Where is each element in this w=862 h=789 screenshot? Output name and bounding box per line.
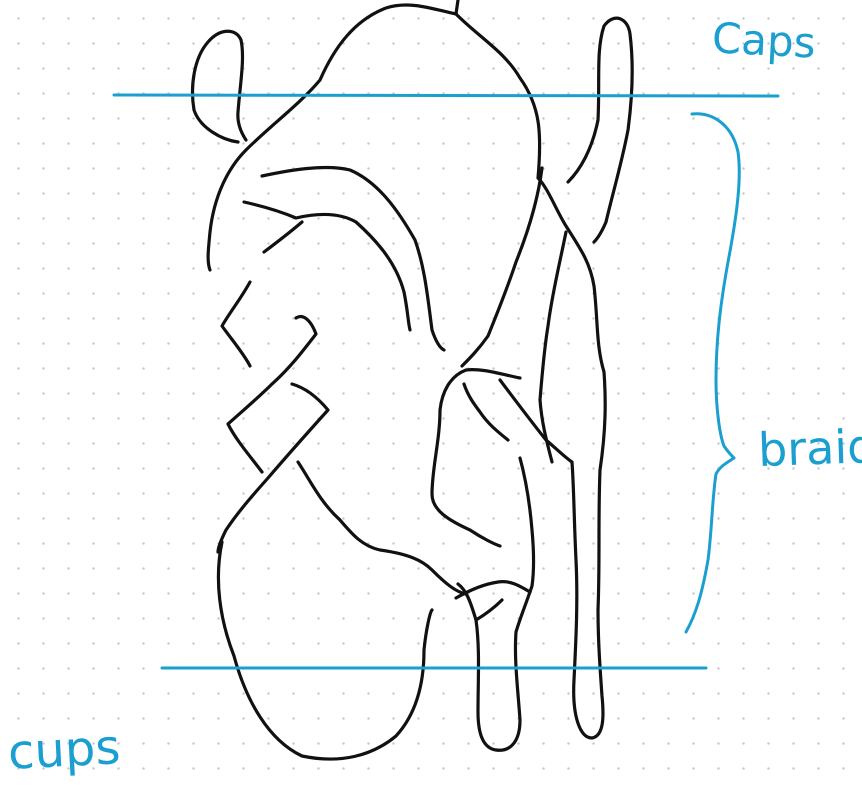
leg-strand-c [476, 600, 502, 620]
lower-right-strand [500, 380, 603, 738]
zigzag-v1 [222, 282, 250, 366]
center-spine-b [540, 232, 566, 462]
inner-lobe-tick [464, 384, 508, 440]
body-outline-lower [218, 542, 432, 759]
braid-label: braid [757, 423, 862, 473]
caps-guide-line [114, 95, 778, 96]
cups-label: cups [7, 723, 122, 777]
braid-brace [686, 114, 739, 632]
zigzag-upper [264, 222, 302, 252]
middle-swirl [298, 462, 466, 594]
left-ear-strand [193, 31, 246, 142]
right-ear-strand [568, 18, 632, 242]
inner-lobe [432, 370, 520, 546]
inner-strand-b [244, 202, 410, 330]
zigzag-v3 [218, 384, 328, 552]
braid-figure [193, 0, 633, 759]
caps-label: Caps [711, 17, 817, 64]
inner-strand-a [262, 168, 444, 350]
zigzag-v2 [228, 317, 316, 472]
body-outline-upper [208, 0, 458, 270]
center-spine [462, 168, 542, 366]
